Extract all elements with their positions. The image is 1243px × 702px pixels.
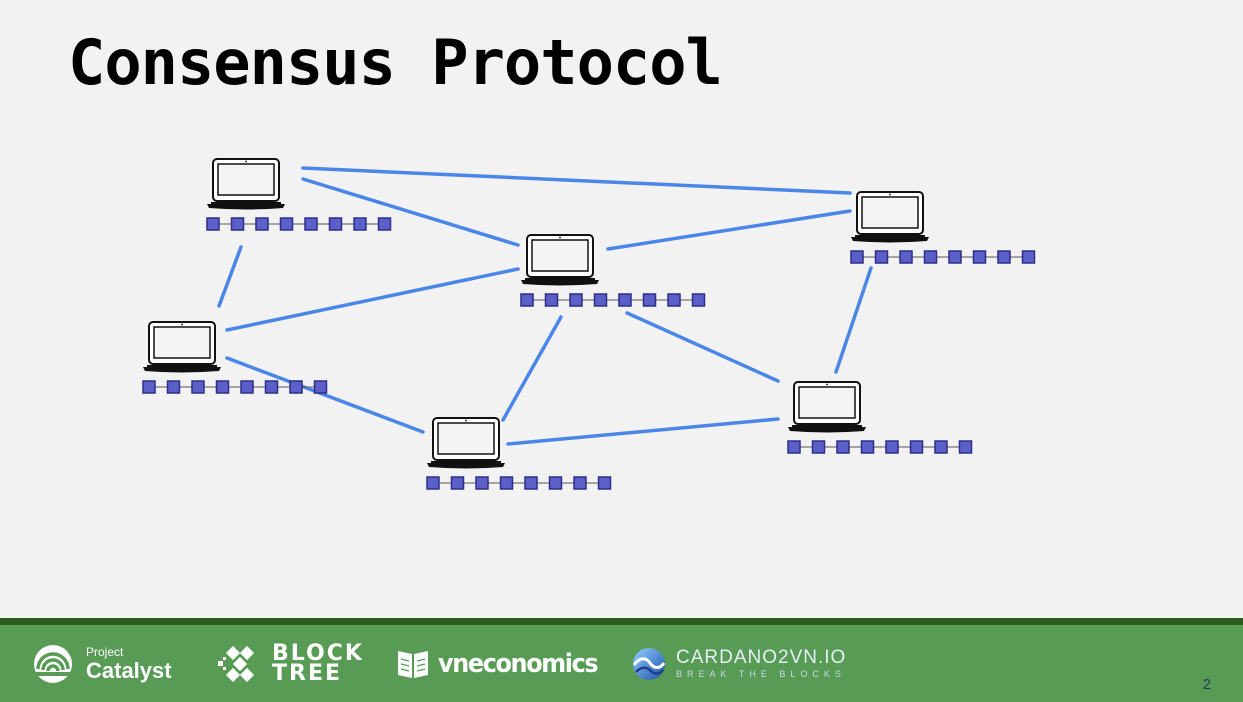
network-node [787,381,973,454]
blocktree-logo-line1: BLOCK [272,640,364,666]
block-icon [230,217,245,231]
laptop-icon [207,158,285,210]
catalyst-logo-name: Catalyst [86,657,172,683]
laptop-icon [788,381,866,433]
block-icon [573,476,587,490]
block-icon [279,217,294,231]
blockchain-chain [206,217,392,231]
blockchain-chain [850,250,1036,264]
block-icon [377,217,392,231]
blocktree-logo: BLOCK TREE [216,625,364,702]
block-icon [264,380,279,394]
block-icon [667,293,681,307]
block-icon [328,217,343,231]
block-icon [548,476,563,490]
catalyst-arc-icon [34,644,72,683]
network-edge [217,245,243,308]
block-icon [787,440,801,454]
block-icon [597,476,612,490]
block-icon [618,293,632,307]
block-icon [850,250,864,264]
vneconomics-logo-name: vneconomics [438,648,599,679]
block-icon [885,440,899,454]
block-icon [499,476,514,490]
cardano2vn-logo: CARDANO2VN.IO BREAK THE BLOCKS [632,625,846,702]
catalyst-logo-small: Project [86,644,124,659]
network-edges [217,166,873,446]
page-number: 2 [1202,676,1211,693]
vneconomics-logo: vneconomics [396,625,611,702]
block-icon [972,250,987,264]
block-icon [142,380,156,394]
block-icon [997,250,1011,264]
block-icon [899,250,913,264]
block-icon [909,440,924,454]
block-icon [958,440,973,454]
project-catalyst-logo: Project Catalyst [32,625,172,702]
block-icon [593,293,608,307]
block-icon [520,293,534,307]
network-edge [606,209,852,251]
block-icon [811,440,826,454]
block-icon [569,293,583,307]
block-icon [304,217,318,231]
book-icon [398,650,428,678]
block-icon [544,293,559,307]
network-edge [225,267,520,332]
cardano2vn-logo-tagline: BREAK THE BLOCKS [676,669,846,679]
wave-circle-icon [632,647,666,680]
block-icon [836,440,850,454]
block-icon [166,380,181,394]
network-node [850,191,1036,264]
network-edge [501,315,563,422]
block-icon [191,380,205,394]
blocktree-logo-line2: TREE [272,660,343,686]
laptop-icon [851,191,929,243]
network-edge [301,177,520,247]
blocktree-cross-icon [218,645,255,682]
blockchain-chain [426,476,612,490]
network-edge [301,166,852,195]
block-icon [1021,250,1036,264]
network-edge [506,417,780,446]
footer: Project Catalyst BLOCK TREE [0,625,1243,702]
network-node [142,321,328,394]
blockchain-chain [142,380,328,394]
network-node [206,158,392,231]
block-icon [874,250,889,264]
network-edge [625,311,780,383]
block-icon [948,250,962,264]
network-nodes [142,158,1036,490]
block-icon [313,380,328,394]
block-icon [289,380,303,394]
blockchain-chain [787,440,973,454]
block-icon [215,380,230,394]
block-icon [426,476,440,490]
laptop-icon [143,321,221,373]
network-node [426,417,612,490]
block-icon [255,217,269,231]
network-edge [225,356,425,434]
blockchain-chain [520,293,706,307]
cardano2vn-logo-name: CARDANO2VN.IO [676,647,847,668]
block-icon [353,217,367,231]
block-icon [450,476,465,490]
block-icon [923,250,938,264]
footer-rule [0,618,1243,625]
laptop-icon [521,234,599,286]
block-icon [691,293,706,307]
network-node [520,234,706,307]
block-icon [240,380,254,394]
slide-title: Consensus Protocol [68,26,723,99]
network-diagram [142,158,1036,490]
block-icon [475,476,489,490]
block-icon [642,293,657,307]
network-edge [834,266,873,374]
block-icon [860,440,875,454]
laptop-icon [427,417,505,469]
block-icon [524,476,538,490]
block-icon [206,217,220,231]
block-icon [934,440,948,454]
